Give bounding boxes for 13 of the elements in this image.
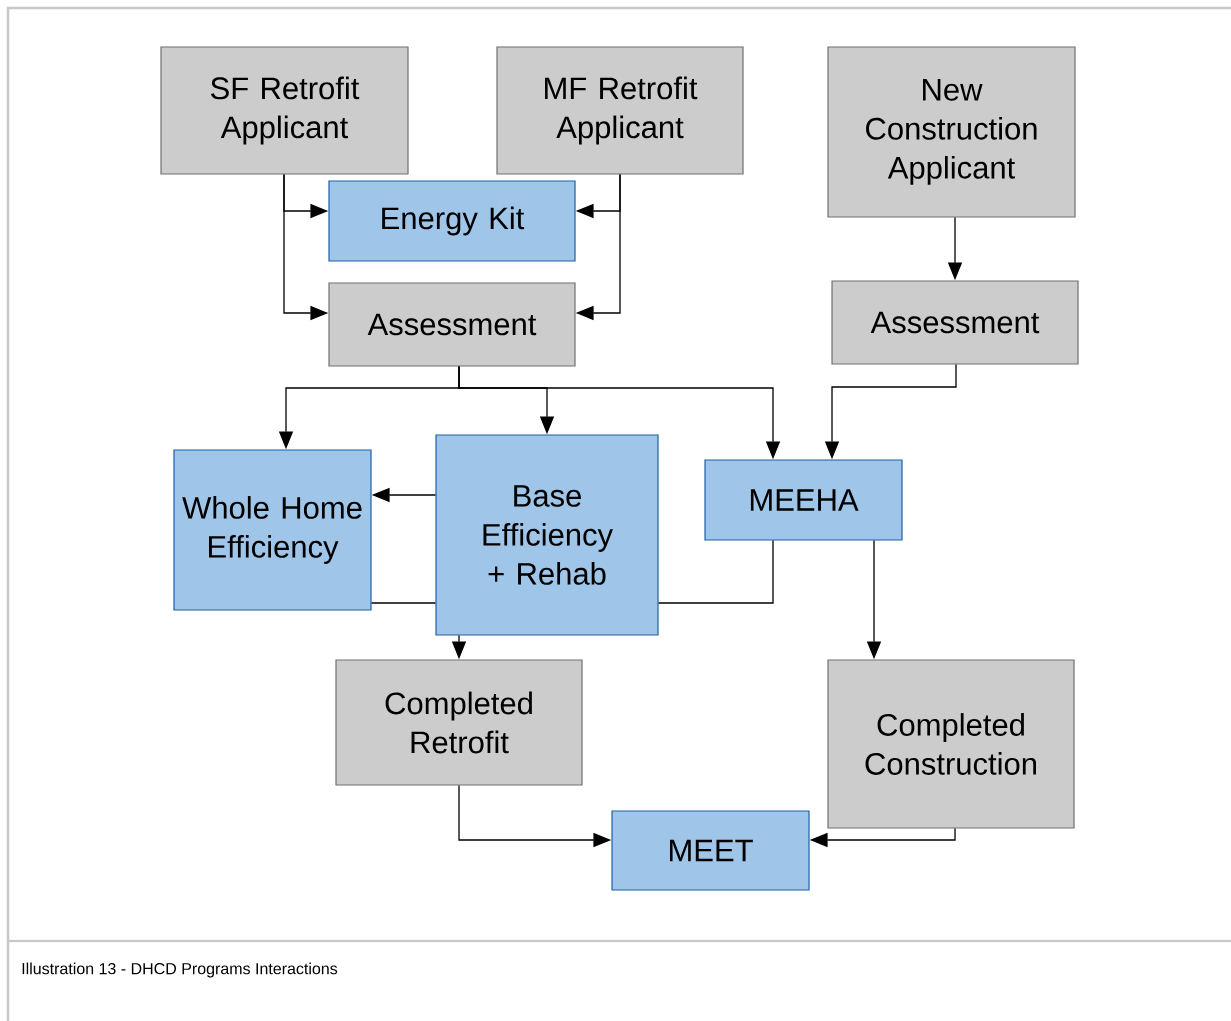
- program-box: Base Efficiency + Rehab: [435, 434, 659, 636]
- process-box: Completed Retrofit: [335, 659, 583, 786]
- program-box: Whole Home Efficiency: [173, 449, 372, 611]
- process-box: New Construction Applicant: [827, 46, 1076, 218]
- program-box: Energy Kit: [328, 180, 576, 262]
- process-box: Completed Construction: [827, 659, 1075, 829]
- process-box: Assessment: [831, 280, 1079, 365]
- program-box: MEET: [611, 810, 810, 891]
- process-box: MF Retrofit Applicant: [496, 46, 744, 175]
- process-box: Assessment: [328, 282, 576, 367]
- process-box: SF Retrofit Applicant: [160, 46, 409, 175]
- program-box: MEEHA: [704, 459, 903, 541]
- caption: Illustration 13 - DHCD Programs Interactions: [22, 962, 338, 978]
